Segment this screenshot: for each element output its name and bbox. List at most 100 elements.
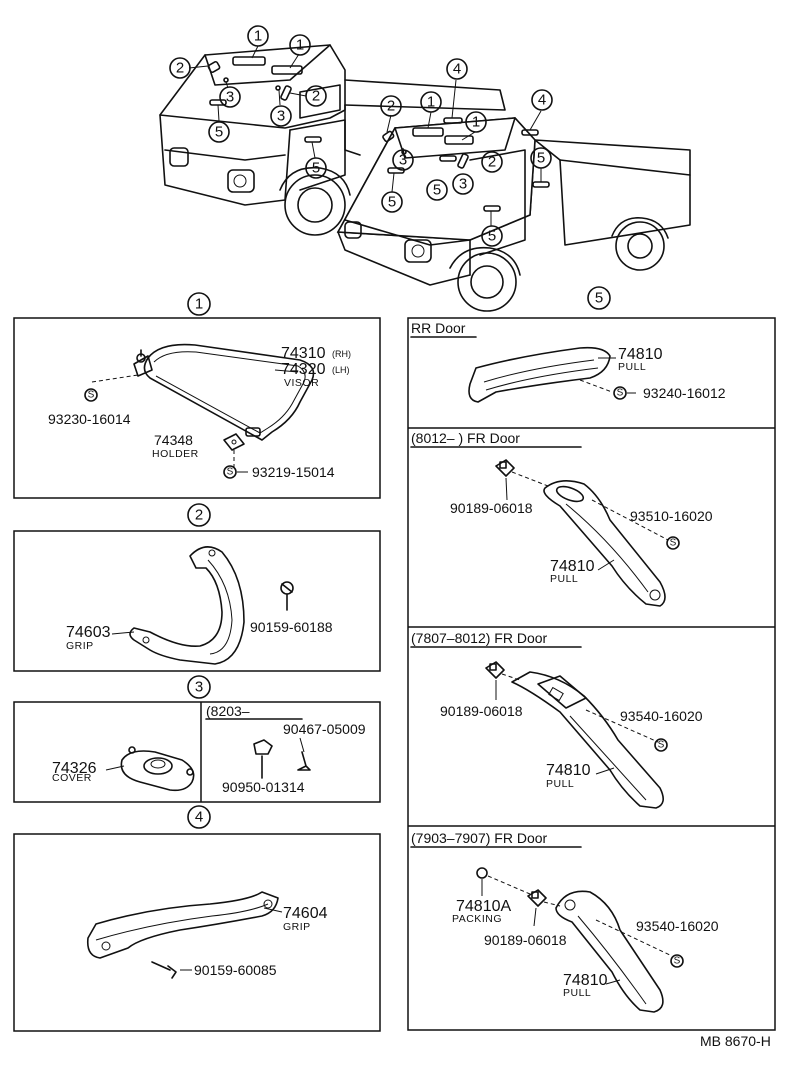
fr-pull-1-name: PULL (550, 573, 578, 585)
truck-callout: 5 (488, 228, 496, 245)
s-mark: S (613, 386, 627, 400)
truck-callouts: 1 1 2 2 3 3 5 5 2 1 4 4 1 3 2 3 5 5 5 5 (169, 25, 553, 247)
section-2-number: 2 (195, 507, 203, 524)
clip-part-no: 90467-05009 (283, 721, 366, 737)
grip-bolt-part-no: 90159-60188 (250, 619, 333, 635)
grip-74604-drawing (86, 891, 279, 979)
fr-pull-1-clip-part-no: 90189-06018 (450, 500, 533, 516)
cover-drawing (105, 737, 311, 792)
fr-pull-3-drawing (476, 867, 664, 1013)
grip-74603-drawing (129, 546, 294, 665)
truck-callout: 5 (215, 124, 223, 141)
s-mark: S (654, 738, 668, 752)
nut-part-no: 90950-01314 (222, 779, 305, 795)
cover-range-label: (8203– (206, 703, 250, 719)
truck-callout: 1 (427, 94, 435, 111)
truck-callout: 1 (254, 28, 262, 45)
truck-callout: 3 (226, 89, 234, 106)
truck-callout: 5 (388, 194, 396, 211)
visor-lh-label: (LH) (332, 365, 350, 375)
svg-text:S: S (674, 956, 681, 967)
svg-text:S: S (88, 390, 95, 401)
fr-pull-1-drawing (495, 459, 666, 607)
truck-callout: 5 (537, 150, 545, 167)
truck-callout: 3 (399, 152, 407, 169)
rr-door-title: RR Door (411, 320, 466, 336)
truck-callout: 3 (277, 108, 285, 125)
s-mark: S (223, 465, 237, 479)
section-1-box (13, 317, 381, 499)
truck-illustration-right (336, 117, 691, 312)
fr-pull-3-name: PULL (563, 987, 591, 999)
fr-door-2-title: (7807–8012) FR Door (411, 630, 548, 646)
section-2-callout: 2 (187, 503, 211, 527)
fr-pull-2-part-no: 74810 (546, 762, 591, 779)
holder-name: HOLDER (152, 448, 199, 460)
svg-text:S: S (617, 388, 624, 399)
truck-callout: 2 (312, 88, 320, 105)
grip-74603-part-no: 74603 (66, 624, 111, 641)
fr-pull-3-clip-part-no: 90189-06018 (484, 932, 567, 948)
fr-pull-3-part-no: 74810 (563, 972, 608, 989)
rr-pull-screw-part-no: 93240-16012 (643, 385, 726, 401)
truck-callout: 1 (296, 37, 304, 54)
fr-door-1-title: (8012– ) FR Door (411, 430, 520, 446)
fr-pull-3-screw-part-no: 93540-16020 (636, 918, 719, 934)
section-4-box (13, 833, 381, 1032)
cover-part-no: 74326 (52, 760, 97, 777)
truck-callout: 2 (488, 154, 496, 171)
fr-pull-2-clip-part-no: 90189-06018 (440, 703, 523, 719)
svg-text:S: S (658, 740, 665, 751)
holder-part-no: 74348 (154, 432, 193, 448)
truck-callout: 3 (459, 176, 467, 193)
section-1-callout: 1 (187, 292, 211, 316)
svg-text:S: S (227, 467, 234, 478)
svg-text:S: S (670, 538, 677, 549)
truck-callout: 4 (453, 61, 461, 78)
fr-pull-2-name: PULL (546, 778, 574, 790)
s-mark: S (84, 388, 98, 402)
section-1-number: 1 (195, 296, 203, 313)
grip-74604-name: GRIP (283, 921, 311, 933)
drawing-code: MB 8670-H (700, 1033, 771, 1049)
visor-part-no-rh: 74310 (281, 345, 326, 362)
holder-screw-part-no: 93219-15014 (252, 464, 335, 480)
packing-name: PACKING (452, 913, 502, 925)
fr-pull-1-screw-part-no: 93510-16020 (630, 508, 713, 524)
s-mark: S (666, 536, 680, 550)
section-3-box (13, 701, 381, 803)
fr-door-3-title: (7903–7907) FR Door (411, 830, 548, 846)
truck-callout: 2 (176, 60, 184, 77)
visor-part-no-lh: 74320 (281, 361, 326, 378)
grip-74603-name: GRIP (66, 640, 94, 652)
visor-rh-label: (RH) (332, 349, 351, 359)
truck-illustration-left (159, 44, 506, 236)
rr-pull-part-no: 74810 (618, 346, 663, 363)
section-5-number: 5 (595, 290, 603, 307)
rr-pull-name: PULL (618, 361, 646, 373)
grip-74604-part-no: 74604 (283, 905, 328, 922)
truck-callout: 5 (433, 182, 441, 199)
truck-callout: 2 (387, 98, 395, 115)
section-5-callout: 5 (587, 286, 611, 310)
section-2-box (13, 530, 381, 672)
fr-pull-2-drawing (485, 661, 664, 809)
truck-callout-leaders (188, 45, 542, 226)
section-3-number: 3 (195, 679, 203, 696)
visor-drawing (133, 343, 315, 451)
packing-part-no: 74810A (456, 898, 511, 915)
grip-screw-part-no: 90159-60085 (194, 962, 277, 978)
cover-name: COVER (52, 772, 92, 784)
section-3-callout: 3 (187, 675, 211, 699)
s-mark: S (670, 954, 684, 968)
section-4-callout: 4 (187, 805, 211, 829)
truck-callout: 1 (472, 114, 480, 131)
fr-pull-1-part-no: 74810 (550, 558, 595, 575)
truck-callout: 4 (538, 92, 546, 109)
visor-screw-part-no: 93230-16014 (48, 411, 131, 427)
truck-callout: 5 (312, 160, 320, 177)
rr-pull-drawing (468, 346, 611, 403)
section-4-number: 4 (195, 809, 203, 826)
section-5-box (407, 317, 776, 1031)
